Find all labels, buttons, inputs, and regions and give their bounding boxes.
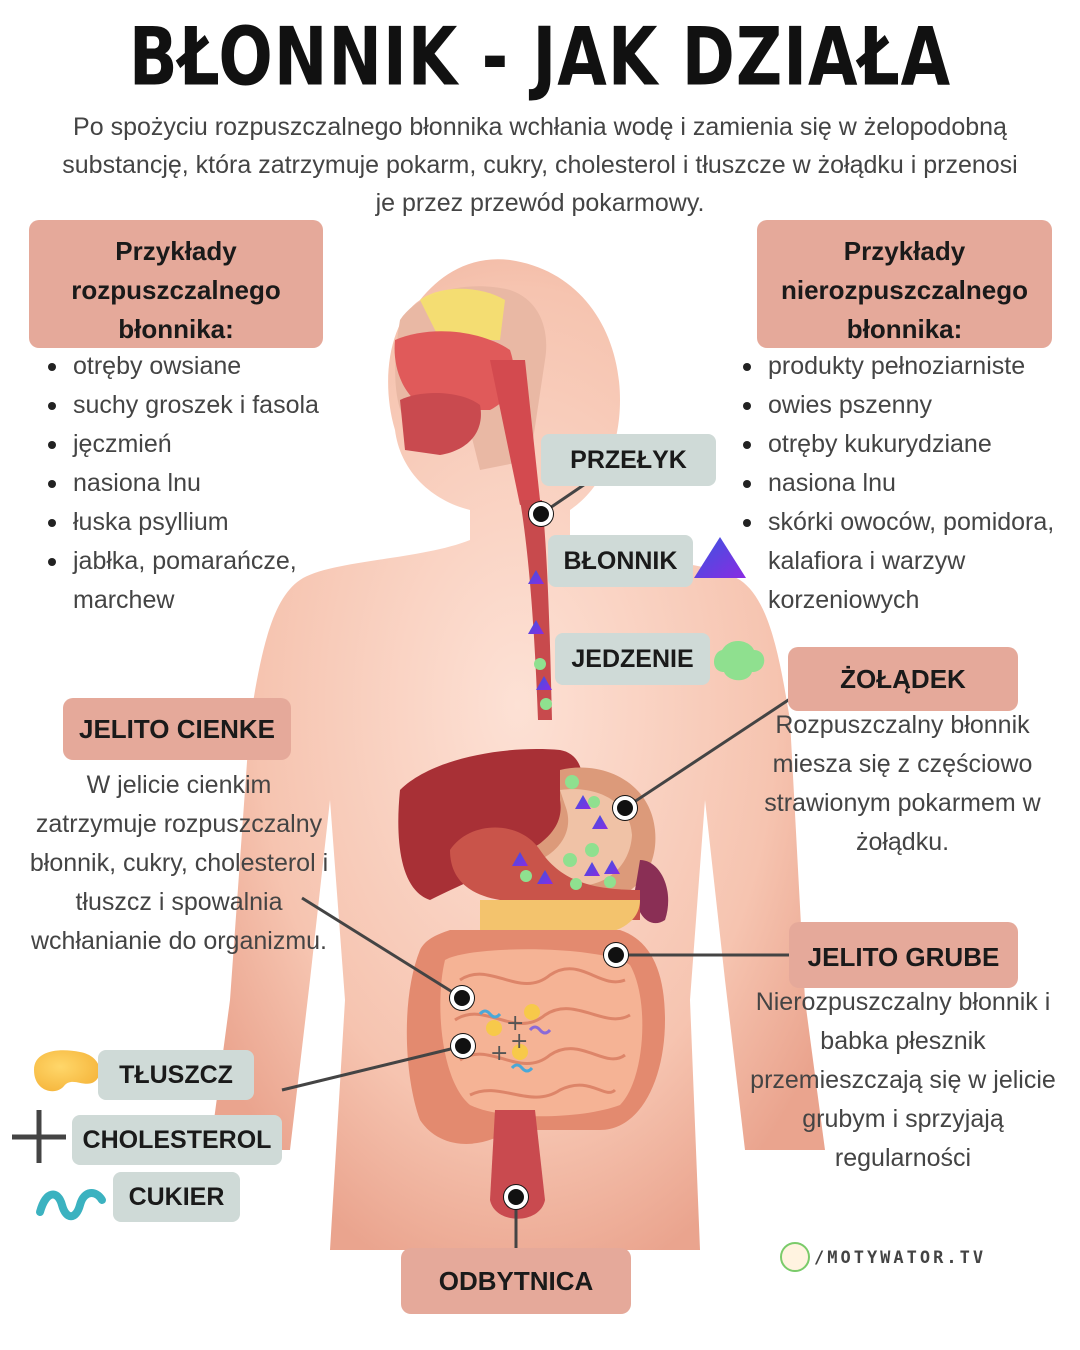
soluble-header: Przykłady rozpuszczalnego błonnika: (29, 220, 323, 348)
list-item: skórki owoców, pomidora, kalafiora i war… (725, 503, 1075, 620)
list-item: suchy groszek i fasola (30, 386, 330, 425)
rectum (490, 1110, 545, 1219)
sugar-wave-icon (36, 1189, 106, 1221)
insoluble-header: Przykłady nierozpuszczalnego błonnika: (757, 220, 1052, 348)
svg-text:+: + (510, 1029, 528, 1054)
large-intestine-text: Nierozpuszczalny błonnik i babka płeszni… (750, 988, 1056, 1172)
fat-blob-icon (34, 1050, 100, 1092)
small-intestine-label: JELITO CIENKE (63, 698, 291, 760)
intestine-particles: + + + (478, 1004, 552, 1073)
list-item: łuska psyllium (30, 503, 330, 542)
spleen (635, 860, 669, 924)
svg-text:+: + (490, 1041, 508, 1066)
list-item: produkty pełnoziarniste (725, 347, 1075, 386)
stomach-inner (536, 789, 632, 886)
brand-logo-icon (780, 1242, 810, 1272)
fiber-label: BŁONNIK (548, 535, 693, 587)
brand-text: /MOTYWATOR.TV (814, 1248, 987, 1268)
intro-text: Po spożyciu rozpuszczalnego błonnika wch… (62, 113, 1018, 217)
throat (490, 360, 540, 505)
list-item: nasiona lnu (725, 464, 1075, 503)
stomach-label: ŻOŁĄDEK (788, 647, 1018, 711)
list-item: nasiona lnu (30, 464, 330, 503)
fiber-triangle-icon (694, 537, 746, 578)
soluble-list: otręby owsiane suchy groszek i fasola ję… (30, 347, 330, 620)
large-intestine-dot (604, 943, 628, 967)
legend-cholesterol: CHOLESTEROL (72, 1115, 282, 1165)
rectum-label: ODBYTNICA (401, 1248, 631, 1314)
legend-sugar: CUKIER (113, 1172, 240, 1222)
small-intestine-dot (450, 986, 474, 1010)
rectum-dot (504, 1185, 528, 1209)
sinus-area (420, 288, 505, 340)
list-item: otręby owsiane (30, 347, 330, 386)
food-label: JEDZENIE (555, 633, 710, 685)
list-item: jabłka, pomarańcze, marchew (30, 542, 330, 620)
pancreas (480, 900, 640, 937)
stomach-dot (613, 796, 637, 820)
list-item: owies pszenny (725, 386, 1075, 425)
page-title: BŁONNIK - JAK DZIAŁA (128, 12, 952, 105)
esophagus-dot (529, 502, 553, 526)
fiber-particles (512, 570, 620, 884)
list-item: otręby kukurydziane (725, 425, 1075, 464)
esophagus-label: PRZEŁYK (541, 434, 716, 486)
tongue (400, 393, 481, 455)
legend-fat: TŁUSZCZ (98, 1050, 254, 1100)
food-blob-icon (714, 640, 765, 681)
large-intestine-label: JELITO GRUBE (789, 922, 1018, 988)
particles-dot (451, 1034, 475, 1058)
svg-text:+: + (506, 1011, 524, 1036)
insoluble-list: produkty pełnoziarniste owies pszenny ot… (725, 347, 1075, 620)
nasal-cavity (394, 331, 514, 410)
food-particles (520, 658, 616, 890)
liver (398, 749, 583, 900)
list-item: jęczmień (30, 425, 330, 464)
cholesterol-plus-icon (12, 1110, 66, 1163)
stomach-text: Rozpuszczalny błonnik miesza się z częśc… (764, 711, 1041, 856)
small-intestine-text: W jelicie cienkim zatrzymuje rozpuszczal… (29, 771, 329, 955)
